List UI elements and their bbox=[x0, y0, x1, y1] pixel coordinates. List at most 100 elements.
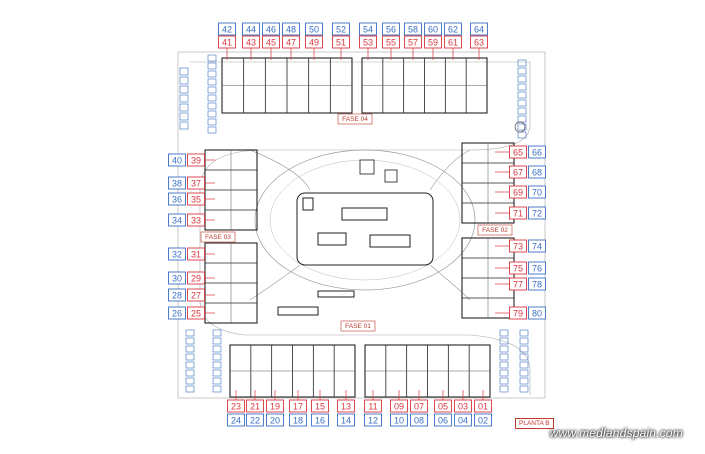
parking-left-top-2 bbox=[207, 70, 217, 78]
parking-right-top bbox=[517, 115, 527, 123]
unit-67: 67 bbox=[513, 168, 523, 178]
unit-76-box bbox=[528, 261, 546, 275]
unit-53: 53 bbox=[363, 38, 373, 48]
unit-21: 21 bbox=[250, 402, 260, 412]
parking-right-bottom-2 bbox=[519, 337, 529, 345]
unit-38-box bbox=[168, 176, 186, 190]
unit-36: 36 bbox=[172, 195, 182, 205]
unit-63: 63 bbox=[474, 38, 484, 48]
roundabout bbox=[514, 121, 526, 133]
unit-32-box bbox=[168, 247, 186, 261]
parking-right-top bbox=[517, 67, 527, 75]
unit-68-box bbox=[528, 165, 546, 179]
parking-right-top bbox=[517, 131, 527, 139]
parking-right-top bbox=[517, 107, 527, 115]
unit-45: 45 bbox=[266, 38, 276, 48]
parking-right-top bbox=[517, 59, 527, 67]
unit-34-box bbox=[168, 213, 186, 227]
fase-02-box bbox=[477, 224, 513, 236]
parking-left-top bbox=[179, 121, 189, 130]
watermark: www.medlandspain.com bbox=[549, 426, 683, 440]
parking-right-top bbox=[517, 91, 527, 99]
parking-right-bottom-2 bbox=[519, 377, 529, 385]
parking-right-bottom bbox=[499, 369, 509, 377]
unit-51: 51 bbox=[336, 38, 346, 48]
parking-right-top bbox=[517, 83, 527, 91]
unit-74-box bbox=[528, 239, 546, 253]
parking-left-top bbox=[179, 103, 189, 112]
unit-08-box bbox=[410, 413, 428, 427]
unit-34: 34 bbox=[172, 216, 182, 226]
unit-06-box bbox=[434, 413, 452, 427]
parking-right-top bbox=[517, 75, 527, 83]
unit-71-box bbox=[509, 206, 527, 220]
unit-70: 70 bbox=[532, 188, 542, 198]
unit-20: 20 bbox=[270, 416, 280, 426]
unit-60-box bbox=[424, 22, 442, 36]
parking-left-top bbox=[179, 112, 189, 121]
parking-right-bottom-2 bbox=[519, 345, 529, 353]
unit-18-box bbox=[289, 413, 307, 427]
unit-40: 40 bbox=[172, 156, 182, 166]
parking-left-top-2 bbox=[207, 54, 217, 62]
inner-road bbox=[190, 61, 531, 395]
fase-03: FASE 03 bbox=[205, 234, 231, 241]
unit-54: 54 bbox=[363, 25, 373, 35]
parking-left-top bbox=[179, 76, 189, 85]
bench-2 bbox=[277, 306, 319, 316]
unit-55: 55 bbox=[386, 38, 396, 48]
unit-80: 80 bbox=[532, 309, 542, 319]
unit-73-box bbox=[509, 239, 527, 253]
unit-62-box bbox=[444, 22, 462, 36]
unit-56-box bbox=[382, 22, 400, 36]
unit-26-box bbox=[168, 306, 186, 320]
fase-04: FASE 04 bbox=[342, 116, 368, 123]
unit-62: 62 bbox=[448, 25, 458, 35]
unit-20-box bbox=[266, 413, 284, 427]
unit-77: 77 bbox=[513, 280, 523, 290]
parking-left-top-2 bbox=[207, 102, 217, 110]
parking-left-bottom-2 bbox=[212, 345, 222, 353]
unit-46-box bbox=[262, 22, 280, 36]
unit-12-box bbox=[364, 413, 382, 427]
unit-50-box bbox=[305, 22, 323, 36]
unit-07: 07 bbox=[414, 402, 424, 412]
unit-56: 56 bbox=[386, 25, 396, 35]
parking-left-bottom bbox=[185, 353, 195, 361]
unit-26: 26 bbox=[172, 309, 182, 319]
unit-04-box bbox=[454, 413, 472, 427]
unit-50: 50 bbox=[309, 25, 319, 35]
unit-23: 23 bbox=[231, 402, 241, 412]
pool-feature bbox=[302, 197, 314, 211]
unit-69-box bbox=[509, 185, 527, 199]
unit-27: 27 bbox=[191, 291, 201, 301]
unit-15: 15 bbox=[315, 402, 325, 412]
fase-03-box bbox=[200, 231, 236, 243]
unit-35: 35 bbox=[191, 195, 201, 205]
unit-54-box bbox=[359, 22, 377, 36]
unit-04: 04 bbox=[458, 416, 468, 426]
parking-right-bottom bbox=[499, 345, 509, 353]
unit-75: 75 bbox=[513, 264, 523, 274]
unit-32: 32 bbox=[172, 250, 182, 260]
unit-39: 39 bbox=[191, 156, 201, 166]
unit-64: 64 bbox=[474, 25, 484, 35]
unit-01: 01 bbox=[478, 402, 488, 412]
unit-16-box bbox=[311, 413, 329, 427]
parking-right-bottom-2 bbox=[519, 353, 529, 361]
parking-left-bottom-2 bbox=[212, 361, 222, 369]
parking-left-top-2 bbox=[207, 78, 217, 86]
unit-33: 33 bbox=[191, 216, 201, 226]
parking-right-bottom bbox=[499, 337, 509, 345]
parking-left-top-2 bbox=[207, 86, 217, 94]
fase-04-box bbox=[337, 113, 373, 125]
unit-22: 22 bbox=[250, 416, 260, 426]
unit-74: 74 bbox=[532, 242, 542, 252]
unit-71: 71 bbox=[513, 209, 523, 219]
unit-24: 24 bbox=[231, 416, 241, 426]
pergola-1 bbox=[359, 159, 375, 175]
garden-oval bbox=[254, 149, 476, 291]
unit-72-box bbox=[528, 206, 546, 220]
unit-58: 58 bbox=[408, 25, 418, 35]
unit-64-box bbox=[470, 22, 488, 36]
